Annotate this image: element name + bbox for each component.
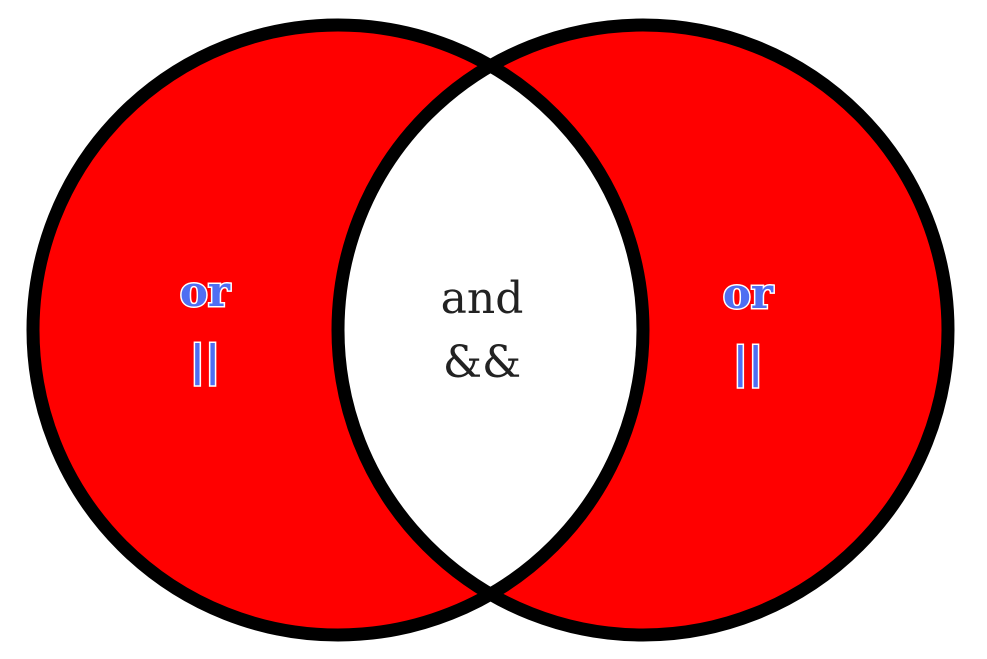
intersection-symbol: && bbox=[443, 337, 521, 388]
left-circle-outline bbox=[26, 18, 650, 642]
right-region-symbol: || bbox=[733, 338, 764, 387]
intersection-word: and bbox=[441, 273, 524, 324]
right-circle-outline bbox=[331, 18, 955, 642]
left-region-word: or bbox=[180, 267, 231, 316]
right-region-word: or bbox=[723, 269, 774, 318]
intersection-region bbox=[338, 25, 643, 635]
left-region-symbol: || bbox=[190, 336, 221, 385]
